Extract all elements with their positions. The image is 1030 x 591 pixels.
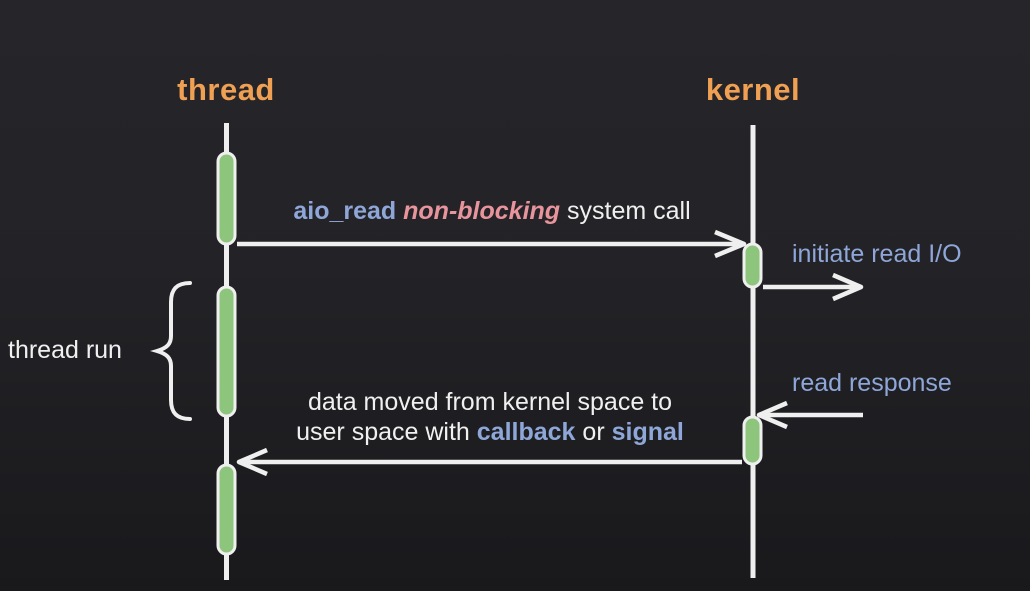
kernel-activation-bar-2	[742, 415, 763, 466]
syscall-rest-text: system call	[567, 197, 691, 225]
activation-bars	[216, 151, 763, 556]
data-moved-line1-text: data moved from kernel space to	[307, 388, 673, 416]
thread-activation-bar-1	[216, 151, 237, 246]
message-data-moved-label: data moved from kernel space to user spa…	[230, 387, 750, 447]
thread-run-brace	[150, 281, 192, 421]
initiate-read-io-arrow	[763, 272, 864, 302]
return-callback-arrow	[236, 447, 742, 477]
message-syscall-label: aio_read non-blocking system call	[242, 196, 742, 226]
syscall-arrow	[237, 229, 747, 259]
read-response-label: read response	[792, 369, 952, 397]
syscall-mode-text: non-blocking	[403, 197, 561, 225]
signal-text: signal	[611, 418, 684, 446]
initiate-read-io-label: initiate read I/O	[792, 240, 962, 268]
conjunction-text: or	[582, 418, 605, 446]
participant-header-thread: thread	[177, 72, 275, 107]
thread-activation-bar-2	[216, 285, 237, 418]
callback-text: callback	[476, 418, 576, 446]
data-moved-line2-prefix-text: user space with	[296, 418, 470, 446]
kernel-activation-bar-1	[742, 242, 763, 289]
thread-activation-bar-3	[216, 463, 237, 556]
participant-header-kernel: kernel	[705, 72, 801, 107]
read-response-arrow	[756, 400, 863, 430]
syscall-func-text: aio_read	[293, 197, 397, 225]
thread-run-label: thread run	[8, 336, 122, 364]
